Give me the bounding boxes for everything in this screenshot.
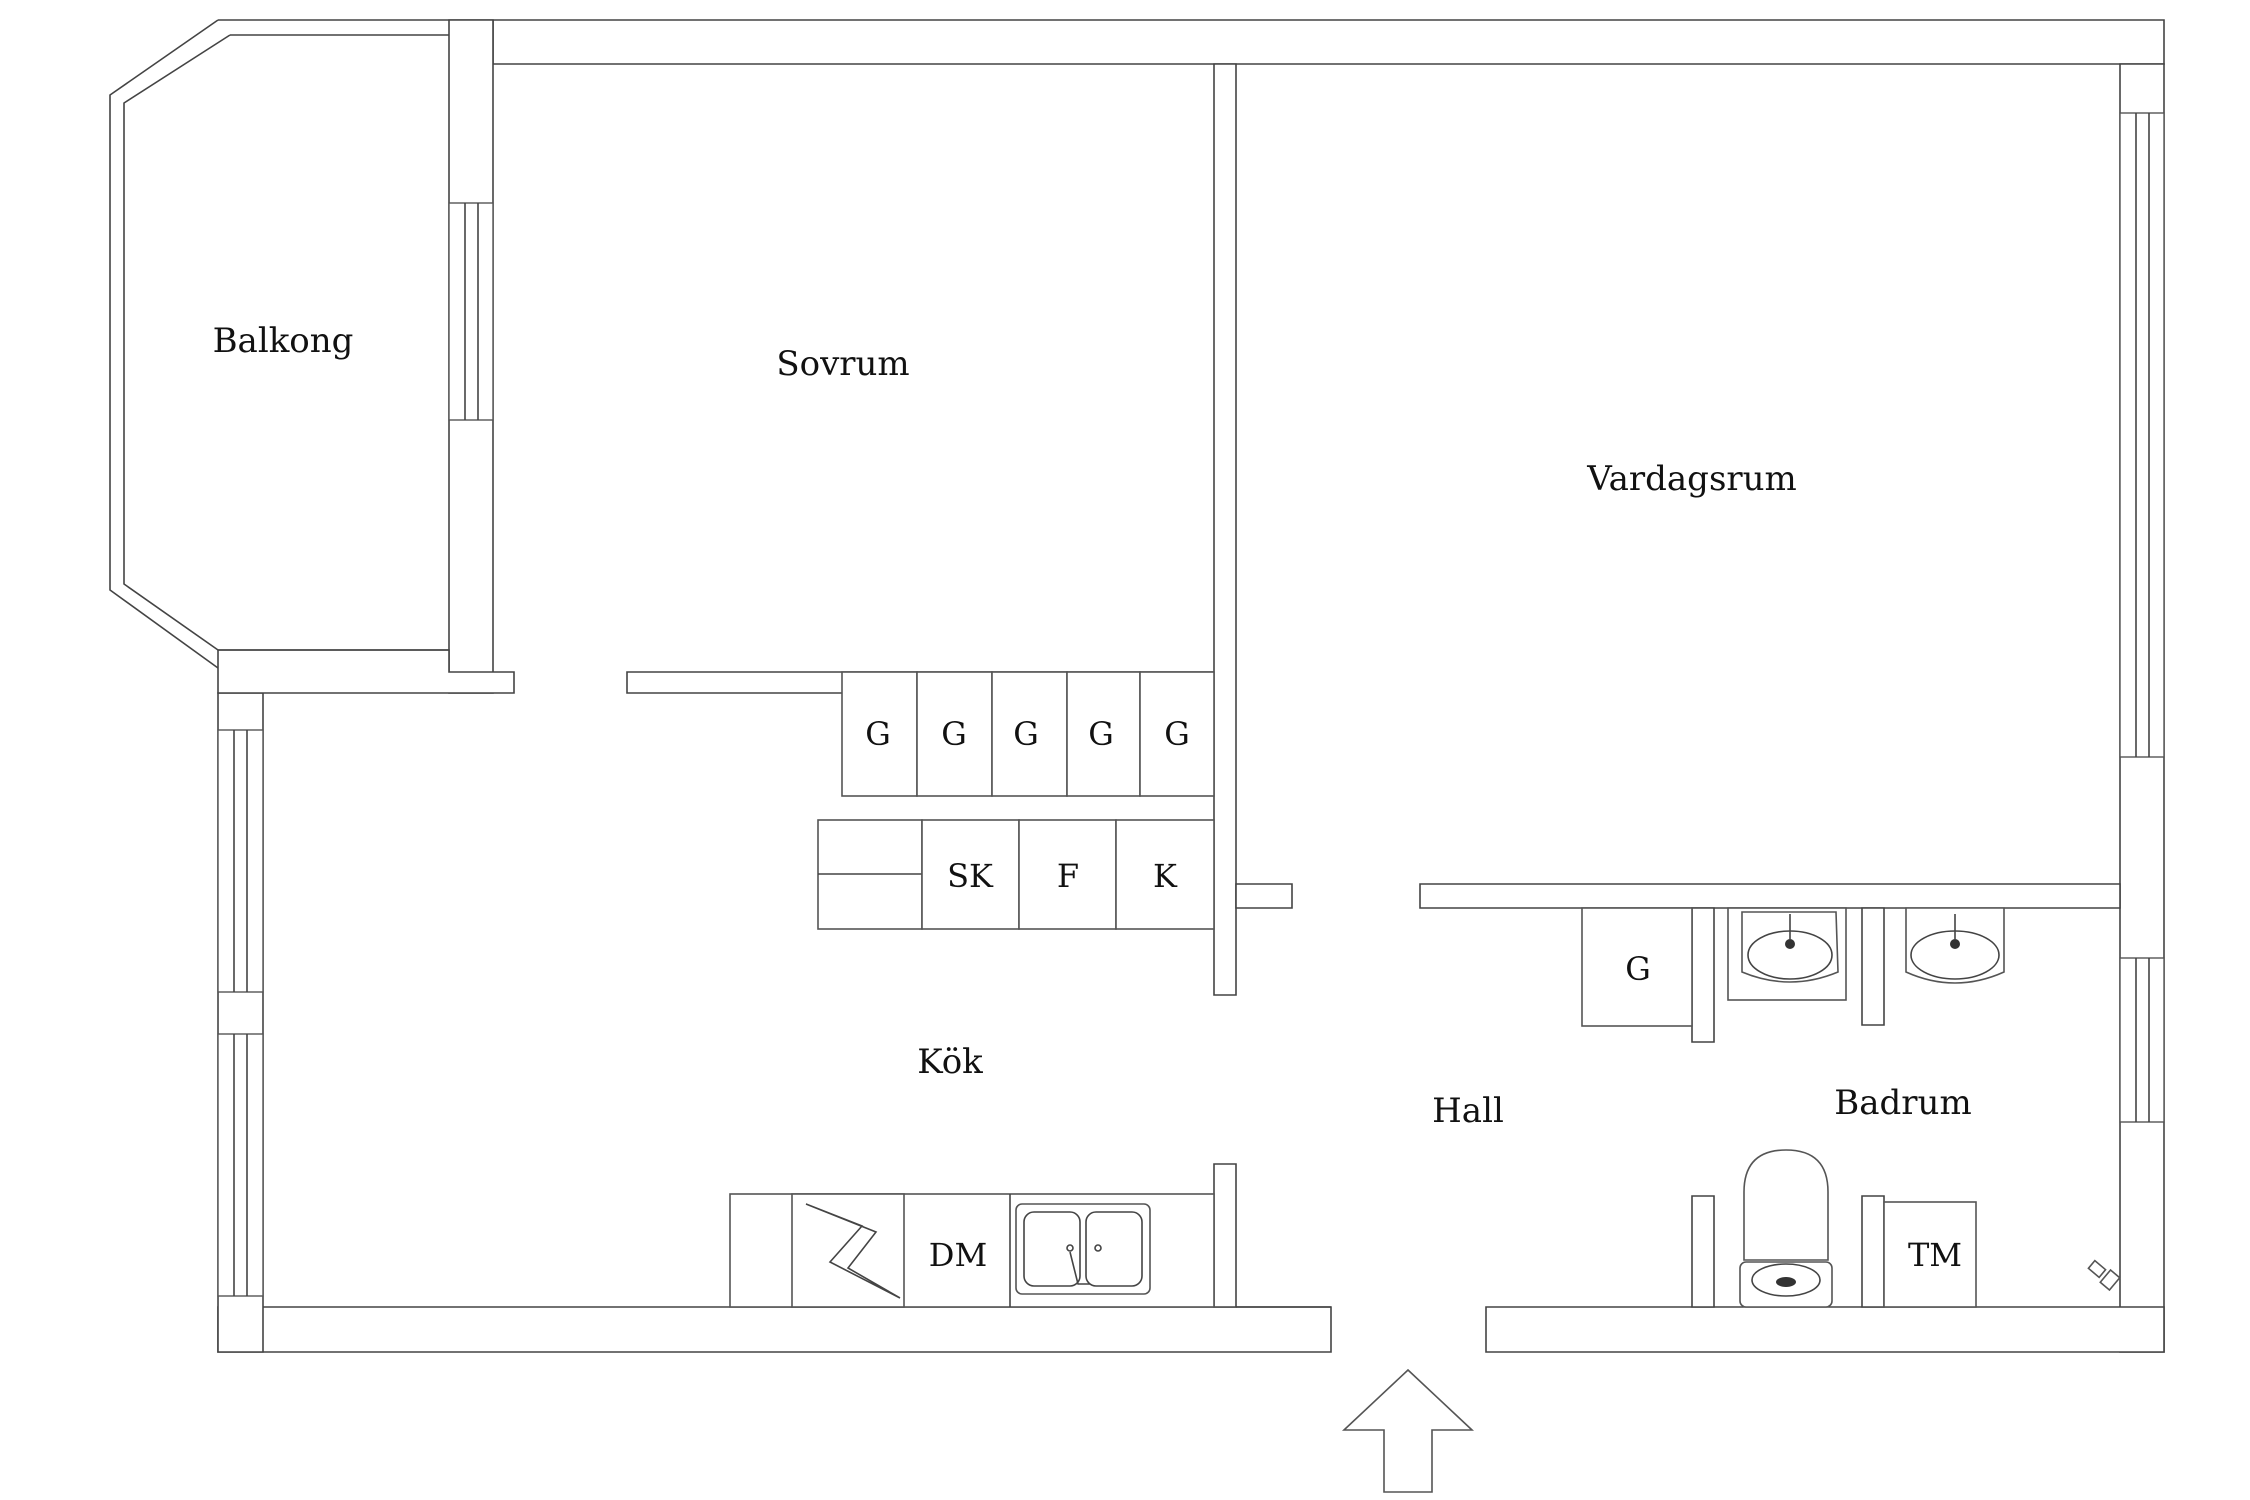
room-label-balkong: Balkong (213, 321, 354, 361)
closet-g2 (916, 671, 993, 797)
closet-label-g1: G (865, 715, 891, 753)
washing-machine-tm (1883, 1201, 1977, 1308)
room-label-sovrum: Sovrum (776, 344, 909, 384)
room-label-kok: Kök (917, 1042, 983, 1082)
appliance-label-k: K (1153, 857, 1178, 895)
closet-row (841, 671, 1215, 797)
appliance-label-tm: TM (1908, 1236, 1962, 1274)
stove (791, 1193, 905, 1308)
window-kitchen-lower (217, 1033, 264, 1297)
freezer-k (1115, 819, 1215, 930)
stove-symbol (805, 1203, 901, 1299)
appliance-row (817, 819, 1215, 930)
closet-g1 (841, 671, 918, 797)
closet-g5 (1139, 671, 1215, 797)
toilet-bowl (1743, 1149, 1829, 1261)
window-kitchen-upper (217, 729, 264, 993)
closet-label-g5: G (1164, 715, 1190, 753)
balcony-outline (109, 19, 449, 669)
entrance-arrow-icon (1341, 1368, 1475, 1493)
closet-label-g4: G (1088, 715, 1114, 753)
room-label-hall: Hall (1432, 1091, 1504, 1131)
appliance-label-f: F (1057, 857, 1079, 895)
cabinet-sk (921, 819, 1020, 930)
fridge-f (1018, 819, 1117, 930)
window-living-room (2119, 112, 2165, 758)
floor-drain-icon (2087, 1259, 2121, 1292)
kitchen-counter (729, 1193, 1215, 1308)
window-bathroom (2119, 957, 2165, 1123)
closet-label-g2: G (941, 715, 967, 753)
appliance-label-dm: DM (929, 1236, 987, 1274)
closet-g3 (991, 671, 1068, 797)
window-bedroom-left (448, 202, 494, 421)
closet-label-hall-g: G (1625, 950, 1651, 988)
windows (217, 112, 2165, 1297)
room-label-vardagsrum: Vardagsrum (1586, 459, 1797, 499)
kitchen-sink (1015, 1203, 1151, 1295)
closet-hall-g (1581, 907, 1693, 1027)
bathroom-fixtures (1727, 907, 2121, 1308)
room-label-badrum: Badrum (1834, 1083, 1971, 1123)
closet-label-g3: G (1013, 715, 1039, 753)
appliance-label-sk: SK (947, 857, 994, 895)
